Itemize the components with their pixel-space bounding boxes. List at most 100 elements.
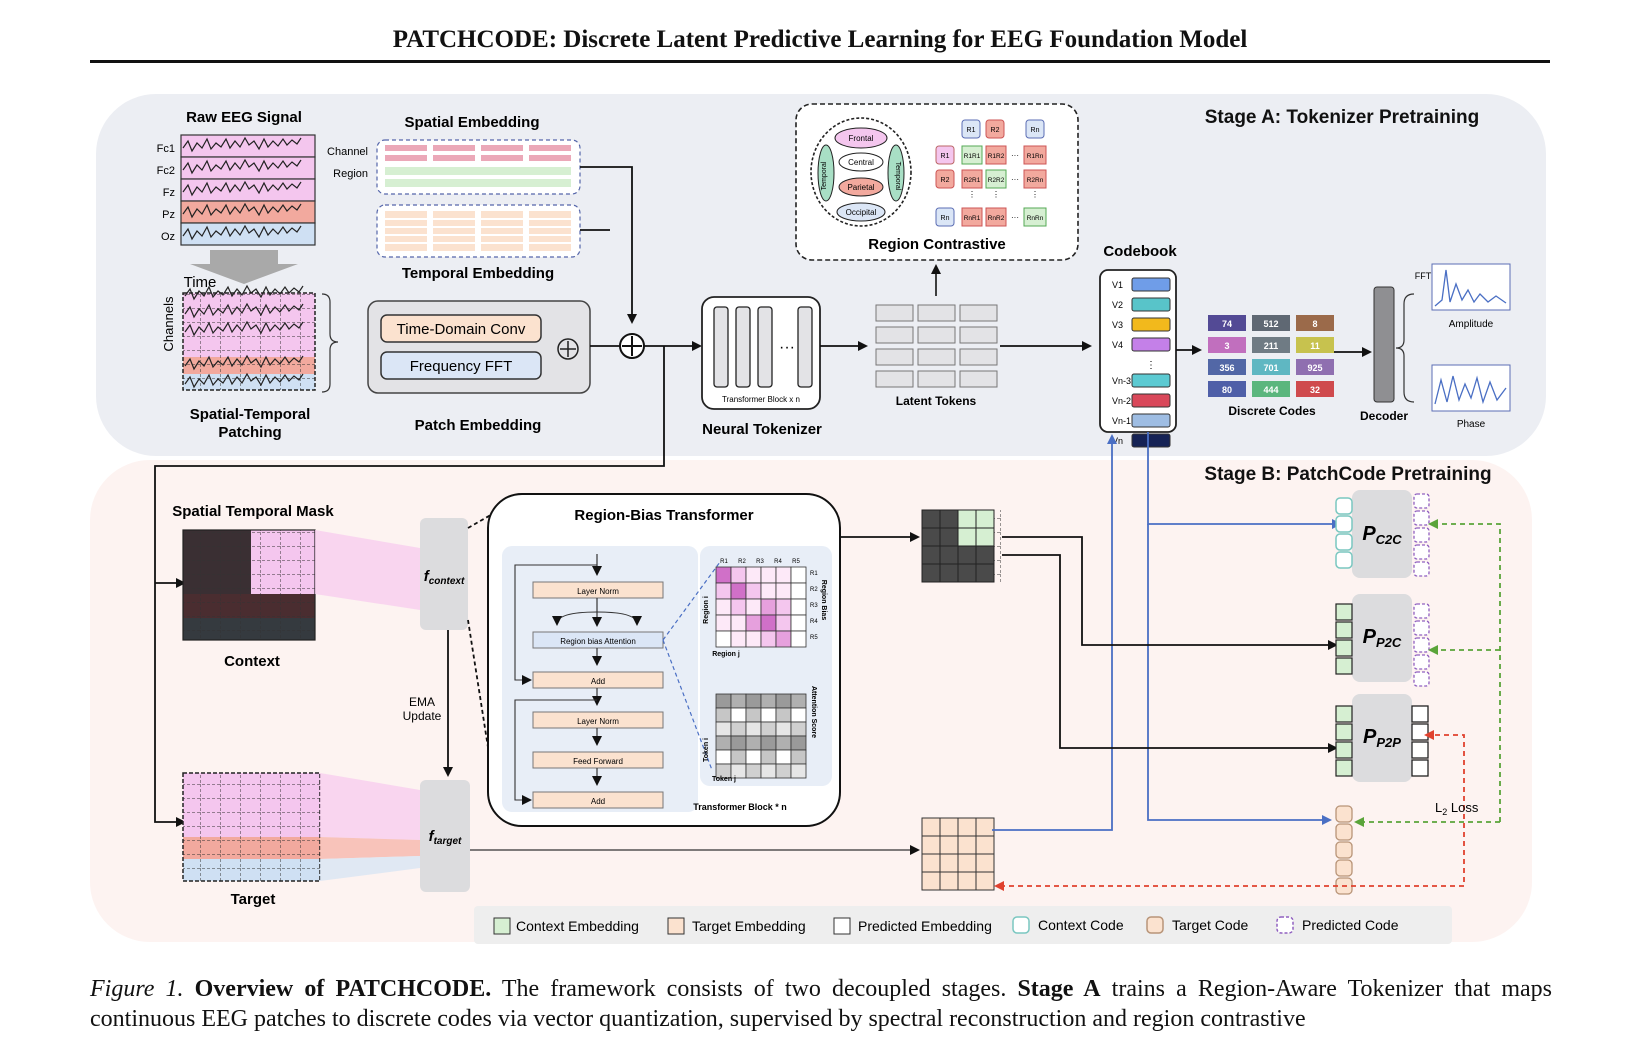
region-bias-cell [730, 614, 747, 632]
predicted-code-cell [1413, 544, 1430, 560]
svg-text:···: ··· [779, 339, 795, 356]
legend-swatches [493, 916, 1294, 935]
codebook-entry-label: V4 [1112, 340, 1123, 350]
attention-score-cell [790, 749, 807, 765]
spatial-embedding-label: Spatial Embedding [404, 114, 539, 131]
stage-b-title: Stage B: PatchCode Pretraining [1204, 464, 1491, 485]
neural-tokenizer-label: Neural Tokenizer [702, 421, 822, 438]
caption-text: trains a Region-Aware Tokenizer that map… [90, 976, 1553, 1032]
predicted-code-cell [1413, 654, 1430, 670]
attention-score-cell [790, 763, 807, 779]
target-code-cell [1335, 859, 1353, 877]
rbt-block-label: Add [591, 797, 605, 806]
context-code-cell [1335, 533, 1353, 551]
attention-score-cell [745, 707, 762, 723]
brain-icon [810, 117, 912, 227]
region-bias-cell [790, 614, 807, 632]
target-code-cell [1335, 841, 1353, 859]
legend-item: Predicted Code [1302, 917, 1399, 933]
stage-a-title: Stage A: Tokenizer Pretraining [1205, 107, 1480, 128]
patching-label: Spatial-Temporal [190, 406, 311, 423]
fft-label: FFT [1415, 271, 1432, 281]
region-bias-cell [775, 582, 792, 600]
amplitude-label: Amplitude [1449, 319, 1494, 330]
caption-figure-label: Figure 1. [90, 976, 184, 1002]
discrete-code-cell [1252, 359, 1290, 375]
spatial-connector [580, 166, 637, 324]
codebook-entry-label: Vn [1112, 436, 1123, 446]
region-header: R1 [720, 559, 728, 565]
frequency-fft-block [380, 351, 542, 380]
target-code-cell [1335, 823, 1353, 841]
rbt-flow [514, 554, 664, 809]
context-output-cell [975, 509, 995, 529]
attention-score-cell [790, 735, 807, 751]
ema-label: Update [403, 709, 442, 723]
phase-plot [1431, 364, 1511, 412]
contrastive-cell: R2R2 [988, 177, 1005, 184]
sum-icon [619, 333, 645, 359]
region-row-label: R1 [810, 571, 818, 577]
context-output-cell [957, 527, 977, 547]
attention-score-cell [715, 721, 732, 737]
patching-label: Patching [218, 424, 281, 441]
spatial-embedding [376, 139, 581, 195]
f-target-label: ftarget [429, 828, 462, 847]
discrete-code-value: 80 [1222, 385, 1232, 395]
contrastive-cell: RnRn [1027, 215, 1044, 222]
region-bias-cell [775, 566, 792, 584]
predicted-code-cell [1413, 637, 1430, 653]
target-output-cell [939, 853, 959, 873]
discrete-code-value: 211 [1264, 341, 1279, 351]
spatial-row-label: Channel [327, 146, 368, 158]
target-label: Target [231, 891, 276, 908]
contrastive-cell: RnR1 [964, 215, 981, 222]
target-output-cell [957, 835, 977, 855]
l2-loss-label: L2 Loss [1435, 800, 1479, 817]
decoder-label: Decoder [1360, 409, 1408, 423]
target-output-cell [921, 871, 941, 891]
attention-score-cell [745, 749, 762, 765]
paper-title: PATCHCODE: Discrete Latent Predictive Le… [392, 26, 1248, 53]
region-j-label: Region j [712, 651, 740, 658]
c2c-loss-arrow [1428, 519, 1501, 822]
contrastive-cell: R1Rn [1027, 153, 1044, 160]
region-contrastive-label: Region Contrastive [868, 236, 1006, 253]
brain-region-label: Occipital [846, 208, 877, 217]
latent-tokens-label: Latent Tokens [896, 394, 977, 408]
codebook-vector [1131, 373, 1171, 388]
discrete-code-cell [1208, 337, 1246, 353]
codebook-label: Codebook [1103, 243, 1177, 260]
svg-text:⋮: ⋮ [968, 190, 976, 199]
predicted-code-cell [1413, 561, 1430, 577]
f-context-label: fcontext [424, 568, 465, 587]
region-bias-cell [775, 630, 792, 648]
region-bias-label: Region Bias [820, 580, 827, 621]
to-target-connector [154, 346, 665, 827]
attention-score-cell [775, 693, 792, 709]
target-output-cell [939, 817, 959, 837]
discrete-code-value: 32 [1310, 385, 1320, 395]
caption-stage-a: Stage A [1017, 976, 1101, 1002]
target-output-cell [939, 835, 959, 855]
target-output-cell [975, 871, 995, 891]
contrastive-cell: ··· [1011, 175, 1019, 184]
context-output-cell [921, 545, 941, 565]
region-bias-cell [715, 566, 732, 584]
legend-item: Target Embedding [692, 918, 806, 934]
region-row-label: R2 [810, 587, 818, 593]
attention-score-cell [760, 693, 777, 709]
target-output-cells [921, 817, 995, 891]
region-bias-cell [745, 630, 762, 648]
context-embedding-cell [1335, 741, 1353, 759]
attention-score-matrix [715, 693, 807, 779]
contrastive-header: Rn [1031, 127, 1040, 134]
decoder-brace-icon [1395, 293, 1415, 403]
token-i-label: Token i [703, 738, 710, 762]
region-bias-cell [715, 598, 732, 616]
patch-embedding-label: Patch Embedding [415, 417, 542, 434]
context-output-cell [957, 545, 977, 565]
attention-score-cell [775, 735, 792, 751]
rbt-block-label: Add [591, 677, 605, 686]
